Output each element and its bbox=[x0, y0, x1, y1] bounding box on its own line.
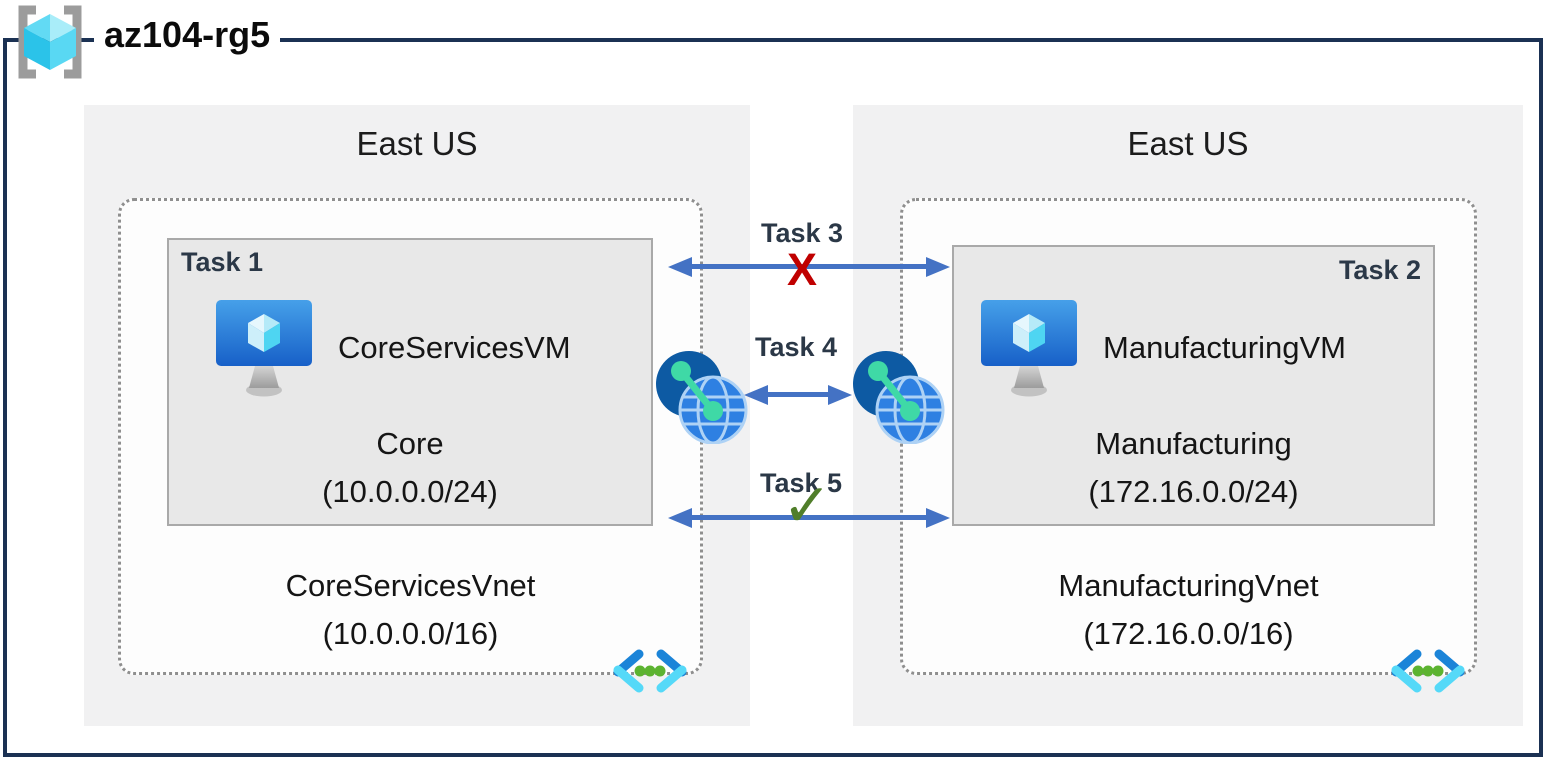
vnet-peering-icon-left bbox=[656, 351, 748, 444]
task2-label: Task 2 bbox=[1338, 255, 1421, 285]
region-left-title: East US bbox=[356, 125, 478, 162]
task4-arrow bbox=[766, 392, 830, 397]
vnet-icon-left bbox=[613, 649, 687, 693]
resource-group-icon bbox=[18, 5, 82, 79]
vm-name-manufacturing: ManufacturingVM bbox=[1103, 330, 1346, 365]
vm-name-core-services: CoreServicesVM bbox=[338, 330, 571, 365]
region-right-title: East US bbox=[1127, 125, 1249, 162]
vm-icon-core-services bbox=[216, 300, 312, 397]
task5-arrowhead-right bbox=[926, 508, 950, 528]
task5-arrow bbox=[690, 515, 928, 520]
subnet-core-cidr: (10.0.0.0/24) bbox=[322, 474, 498, 509]
task5-label: Task 5 bbox=[759, 468, 843, 498]
subnet-core-label: Core (10.0.0.0/24) bbox=[167, 420, 653, 516]
task5-arrowhead-left bbox=[668, 508, 692, 528]
subnet-manufacturing-label: Manufacturing (172.16.0.0/24) bbox=[952, 420, 1435, 516]
allowed-check-icon: ✓ bbox=[781, 472, 833, 539]
vnet-manufacturing-cidr: (172.16.0.0/16) bbox=[1083, 616, 1294, 651]
vnet-peering-icon-right bbox=[853, 351, 945, 444]
task1-label: Task 1 bbox=[181, 247, 264, 277]
resource-group-frame bbox=[3, 38, 1543, 757]
task3-arrowhead-left bbox=[668, 257, 692, 277]
subnet-manufacturing-name: Manufacturing bbox=[1095, 426, 1292, 461]
subnet-core bbox=[167, 238, 653, 526]
vnet-core-name: CoreServicesVnet bbox=[285, 568, 536, 603]
task3-label: Task 3 bbox=[760, 218, 844, 248]
task3-arrowhead-right bbox=[926, 257, 950, 277]
vnet-core-cidr: (10.0.0.0/16) bbox=[322, 616, 499, 651]
subnet-core-name: Core bbox=[376, 426, 444, 461]
vnet-core-label: CoreServicesVnet (10.0.0.0/16) bbox=[118, 562, 703, 658]
task4-arrowhead-right bbox=[828, 385, 852, 405]
task4-arrowhead-left bbox=[744, 385, 768, 405]
subnet-manufacturing-cidr: (172.16.0.0/24) bbox=[1088, 474, 1299, 509]
blocked-x-icon: X bbox=[786, 244, 817, 295]
task3-arrow bbox=[690, 264, 928, 269]
resource-group-title: az104-rg5 bbox=[94, 10, 281, 60]
task4-label: Task 4 bbox=[754, 332, 838, 362]
vnet-manufacturing-label: ManufacturingVnet (172.16.0.0/16) bbox=[900, 562, 1477, 658]
vm-icon-manufacturing bbox=[981, 300, 1077, 397]
vnet-manufacturing-name: ManufacturingVnet bbox=[1058, 568, 1319, 603]
vnet-icon-right bbox=[1391, 649, 1465, 693]
